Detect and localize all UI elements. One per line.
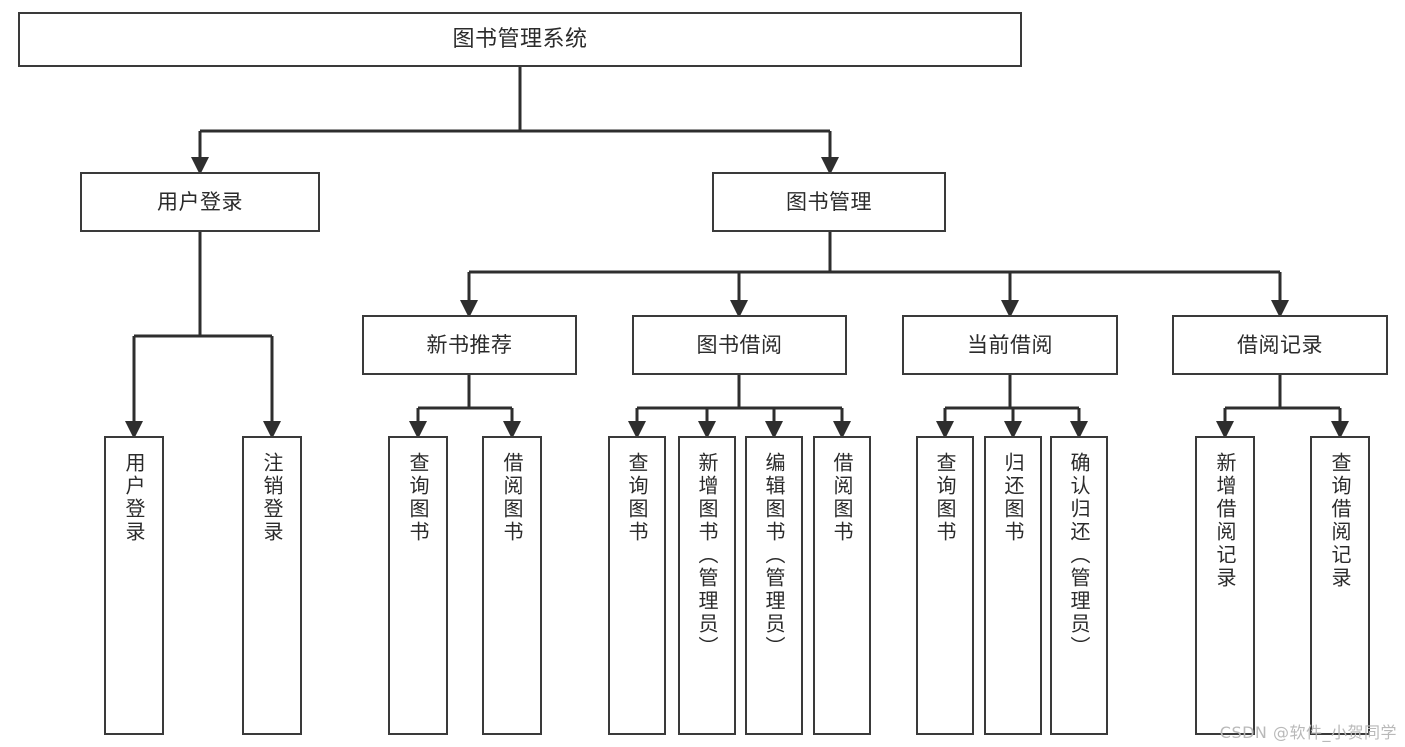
node-leaf-add-book[interactable]: 新增图书（管理员） (678, 436, 736, 735)
node-leaf-confirm-return[interactable]: 确认归还（管理员） (1050, 436, 1108, 735)
node-leaf-add-book-label: 新增图书（管理员） (695, 452, 719, 659)
node-new-book-recommend[interactable]: 新书推荐 (362, 315, 577, 375)
node-leaf-query-book-1[interactable]: 查询图书 (388, 436, 448, 735)
node-leaf-logout-label: 注销登录 (260, 452, 284, 544)
node-current-borrow-label: 当前借阅 (967, 332, 1053, 357)
node-leaf-query-book-2[interactable]: 查询图书 (608, 436, 666, 735)
node-leaf-edit-book[interactable]: 编辑图书（管理员） (745, 436, 803, 735)
node-leaf-add-record-label: 新增借阅记录 (1213, 452, 1237, 590)
node-leaf-edit-book-label: 编辑图书（管理员） (762, 452, 786, 659)
node-leaf-query-book-2-label: 查询图书 (625, 452, 649, 544)
node-book-manage[interactable]: 图书管理 (712, 172, 946, 232)
node-leaf-add-record[interactable]: 新增借阅记录 (1195, 436, 1255, 735)
node-borrow-record-label: 借阅记录 (1237, 332, 1323, 357)
node-leaf-query-record-label: 查询借阅记录 (1328, 452, 1352, 590)
node-leaf-borrow-book-1-label: 借阅图书 (500, 452, 524, 544)
node-user-login-label: 用户登录 (157, 189, 243, 214)
node-leaf-query-record[interactable]: 查询借阅记录 (1310, 436, 1370, 735)
node-book-borrow[interactable]: 图书借阅 (632, 315, 847, 375)
node-leaf-user-login[interactable]: 用户登录 (104, 436, 164, 735)
node-leaf-user-login-label: 用户登录 (122, 452, 146, 544)
node-root-label: 图书管理系统 (452, 26, 588, 52)
node-new-book-recommend-label: 新书推荐 (426, 332, 513, 357)
node-leaf-return-book-label: 归还图书 (1001, 452, 1025, 544)
node-current-borrow[interactable]: 当前借阅 (902, 315, 1118, 375)
node-leaf-logout[interactable]: 注销登录 (242, 436, 302, 735)
node-leaf-borrow-book-1[interactable]: 借阅图书 (482, 436, 542, 735)
node-leaf-confirm-return-label: 确认归还（管理员） (1067, 452, 1091, 659)
node-leaf-return-book[interactable]: 归还图书 (984, 436, 1042, 735)
node-root[interactable]: 图书管理系统 (18, 12, 1022, 67)
node-borrow-record[interactable]: 借阅记录 (1172, 315, 1388, 375)
node-leaf-query-book-3-label: 查询图书 (933, 452, 957, 544)
node-leaf-query-book-1-label: 查询图书 (406, 452, 430, 544)
node-leaf-borrow-book-2-label: 借阅图书 (830, 452, 854, 544)
node-book-manage-label: 图书管理 (786, 189, 872, 214)
node-user-login[interactable]: 用户登录 (80, 172, 320, 232)
node-leaf-borrow-book-2[interactable]: 借阅图书 (813, 436, 871, 735)
node-leaf-query-book-3[interactable]: 查询图书 (916, 436, 974, 735)
node-book-borrow-label: 图书借阅 (696, 332, 783, 357)
